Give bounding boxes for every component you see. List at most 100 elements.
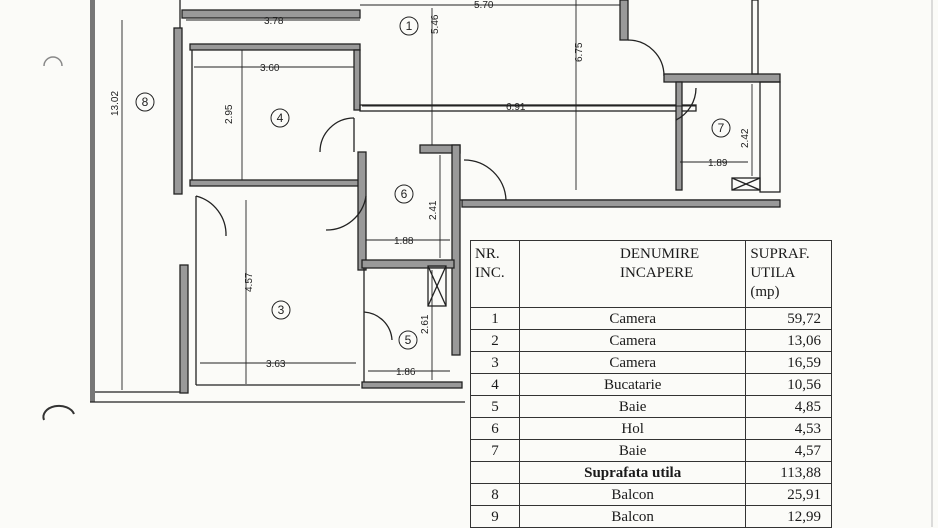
dim-label-378: 3.78 (264, 16, 284, 27)
room3-door-arc (195, 195, 227, 237)
room-area-table: NR. INC. DENUMIRE INCAPERE SUPRAF. UTILA… (470, 240, 832, 528)
room-marker-4 (270, 108, 290, 128)
bath7-left-wall (675, 81, 683, 191)
row-name: Baie (518, 439, 747, 462)
wall-left-upper (173, 27, 183, 195)
dim-label-295: 2.95 (224, 104, 235, 124)
room-marker-5 (398, 330, 418, 350)
room-number-6: 6 (401, 187, 408, 201)
room-marker-1 (399, 16, 419, 36)
dim-label-186: 1.86 (396, 367, 416, 378)
row-area: 4,57 (745, 439, 832, 462)
room2-right-wall (751, 0, 759, 75)
wall-left-lower (179, 264, 189, 394)
dim-label-242: 2.42 (740, 128, 751, 148)
row-nr: 2 (470, 329, 520, 352)
room-number-7: 7 (718, 121, 725, 135)
total-nr-empty (470, 461, 520, 484)
kitchen-door-arc (319, 117, 355, 153)
row-nr: 9 (470, 505, 520, 528)
room-marker-7 (711, 118, 731, 138)
bath5-shaft-x2 (427, 265, 447, 307)
row-nr: 6 (470, 417, 520, 440)
bath5-door-arc (363, 311, 393, 341)
hall-left-wall (357, 151, 367, 271)
hall-door-arc (325, 195, 367, 231)
hall-bottom-wall (361, 259, 455, 269)
row-area: 10,56 (745, 373, 832, 396)
room-marker-6 (394, 184, 414, 204)
row-area: 16,59 (745, 351, 832, 374)
row-name: Camera (518, 351, 747, 374)
dim-label-188: 1.88 (394, 236, 414, 247)
balcony-outer-wall (90, 0, 95, 402)
row-name: Baie (518, 395, 747, 418)
kitchen-right-wall (353, 49, 361, 111)
room-marker-8 (135, 92, 155, 112)
row-nr: 1 (470, 307, 520, 330)
dim-label-546: 5.46 (430, 14, 441, 34)
total-name: Suprafata utila (518, 461, 747, 484)
room1-bottom-wall (461, 199, 781, 208)
dim-label-241: 2.41 (428, 200, 439, 220)
room-number-1: 1 (406, 19, 413, 33)
dim-label-691: 6.91 (506, 102, 526, 113)
dim-label-675: 6.75 (574, 42, 585, 62)
dim-label-1302: 13.02 (110, 91, 121, 116)
row-name: Camera (518, 329, 747, 352)
row-nr: 8 (470, 483, 520, 506)
row-area: 4,85 (745, 395, 832, 418)
hall-right-wall (451, 144, 461, 356)
row-nr: 4 (470, 373, 520, 396)
table-header-row: NR. INC. DENUMIRE INCAPERE SUPRAF. UTILA… (470, 240, 832, 308)
kitchen-bottom-wall (189, 179, 361, 187)
header-supraf: SUPRAF. UTILA (mp) (745, 240, 832, 308)
kitchen-top-wall (189, 43, 361, 51)
scan-mark-top (43, 56, 63, 67)
dim-label-261: 2.61 (420, 314, 431, 334)
row-name: Bucatarie (518, 373, 747, 396)
bath7-right-wall (759, 81, 781, 193)
row-area: 4,53 (745, 417, 832, 440)
row-nr: 7 (470, 439, 520, 462)
scan-mark-bottom (42, 404, 75, 421)
wall-top-left (181, 9, 361, 19)
row-nr: 5 (470, 395, 520, 418)
room2-wall (619, 0, 629, 41)
room-number-4: 4 (277, 111, 284, 125)
dim-label-360: 3.60 (260, 63, 280, 74)
bath7-door-arc (675, 87, 697, 121)
bath7-shaft (731, 177, 761, 191)
room-marker-3 (271, 300, 291, 320)
room-number-5: 5 (405, 333, 412, 347)
header-nr: NR. INC. (470, 240, 520, 308)
row-area: 59,72 (745, 307, 832, 330)
room-number-3: 3 (278, 303, 285, 317)
row-area: 25,91 (745, 483, 832, 506)
row-name: Hol (518, 417, 747, 440)
header-denumire: DENUMIRE INCAPERE (518, 240, 747, 308)
dim-label-363: 3.63 (266, 359, 286, 370)
row-name: Balcon (518, 505, 747, 528)
room2-bottom-wall (663, 73, 781, 83)
room2-door-arc (627, 39, 665, 77)
bath5-bottom-wall (361, 381, 463, 389)
room-number-8: 8 (142, 95, 149, 109)
total-area: 113,88 (745, 461, 832, 484)
dim-label-189: 1.89 (708, 158, 728, 169)
bath7-shaft-x2 (731, 177, 761, 191)
bath5-shaft (427, 265, 447, 307)
dim-label-457: 4.57 (244, 272, 255, 292)
row-name: Balcon (518, 483, 747, 506)
